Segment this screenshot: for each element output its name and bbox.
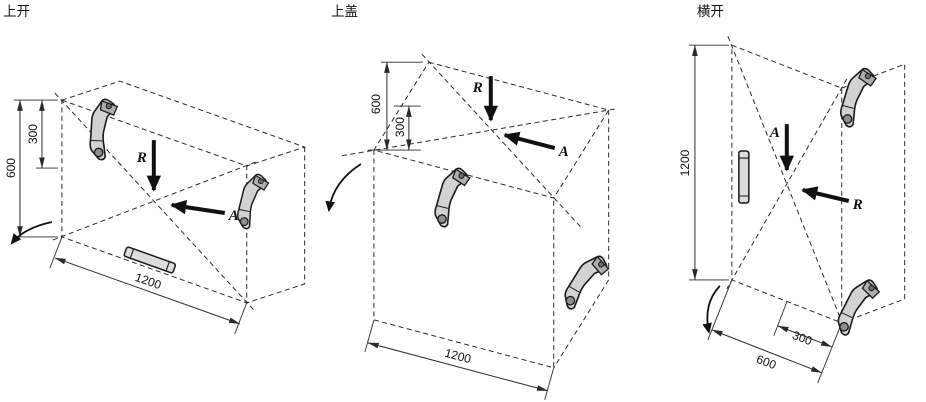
load-arrow-vertical: R — [471, 76, 498, 122]
dim-side: 600 300 — [4, 99, 58, 238]
dim-half-label: 300 — [791, 328, 815, 348]
cabinet-side-face-edge — [552, 110, 609, 369]
force-vertical-label: R — [136, 150, 147, 166]
dim-side-label: 600 — [4, 158, 18, 178]
lid-stay-left-icon — [429, 166, 476, 229]
load-arrow-vertical: A — [769, 124, 795, 172]
dimension-line — [712, 329, 823, 374]
force-horizontal-label: R — [852, 197, 863, 213]
load-arrow-vertical: R — [136, 140, 162, 192]
force-horizontal-label: A — [228, 208, 239, 224]
diagonal-line — [726, 78, 848, 290]
lid-stay-left-icon — [76, 95, 133, 163]
cabinet-side-face-edge — [246, 147, 306, 304]
opening-direction-arrow — [702, 285, 721, 334]
load-arrow-horizontal: A — [170, 200, 239, 224]
force-vertical-label: A — [769, 125, 780, 141]
dim-side-label: 1200 — [678, 149, 692, 176]
dim-bottom: 1200 — [49, 236, 248, 335]
diagonal-line — [421, 53, 581, 228]
left-arrow — [502, 131, 555, 150]
force-horizontal-label: A — [557, 144, 568, 160]
diagonal-line — [52, 161, 256, 241]
cabinet-front-face-edge — [373, 150, 554, 369]
dimension-line — [367, 342, 548, 392]
opening-direction-arrow — [10, 221, 53, 245]
diagram-title: 横开 — [697, 4, 724, 19]
dim-bottom: 1200 — [364, 319, 554, 400]
extension-line — [364, 319, 375, 352]
dim-half-label: 300 — [393, 117, 407, 137]
extension-line — [817, 322, 843, 383]
dim-half-label: 300 — [26, 124, 40, 144]
extension-line — [707, 279, 733, 341]
extension-line — [773, 301, 788, 337]
dimension-line — [54, 257, 240, 325]
left-arrow — [170, 200, 226, 215]
hinge-top-icon — [836, 66, 882, 129]
diagram-title: 上盖 — [331, 4, 358, 19]
cabinet-side-face-edge — [841, 63, 906, 324]
center-diagonals — [726, 35, 848, 333]
diagram-title: 上开 — [3, 4, 30, 19]
load-arrow-horizontal: R — [801, 186, 863, 213]
diagram-top-open: 上开 600 300 1200 R — [3, 4, 307, 335]
door-handle-icon — [738, 150, 750, 204]
extension-line — [49, 236, 63, 269]
diagonal-line — [339, 108, 615, 157]
diagonal-line — [54, 92, 255, 311]
diagonal-line — [727, 35, 847, 333]
dim-bottom-label: 1200 — [133, 270, 163, 292]
cabinet-outline — [372, 61, 610, 369]
center-diagonals — [52, 92, 256, 311]
lid-stay-right-icon — [561, 250, 611, 315]
dim-side-label: 600 — [369, 94, 383, 114]
dim-bottom-label: 1200 — [443, 346, 473, 367]
extension-line — [543, 367, 554, 400]
lid-panel-outline — [372, 61, 610, 199]
opening-direction-arrow — [325, 163, 362, 213]
left-arrow — [801, 186, 850, 203]
cabinet-outline — [731, 44, 906, 324]
dim-side: 1200 — [678, 44, 730, 281]
force-vertical-label: R — [471, 80, 482, 96]
load-arrow-horizontal: A — [502, 131, 568, 160]
dim-side: 600 300 — [367, 61, 423, 151]
diagram-side-open: 横开 1200 300 600 A — [678, 4, 906, 383]
diagram-top-lid: 上盖 600 300 1200 R — [325, 4, 615, 400]
dim-bottom: 300 600 — [707, 279, 843, 383]
dim-bottom-label: 600 — [755, 352, 779, 372]
extension-line — [234, 302, 248, 335]
door-handle-icon — [122, 245, 177, 275]
hinge-bottom-icon — [836, 276, 882, 339]
